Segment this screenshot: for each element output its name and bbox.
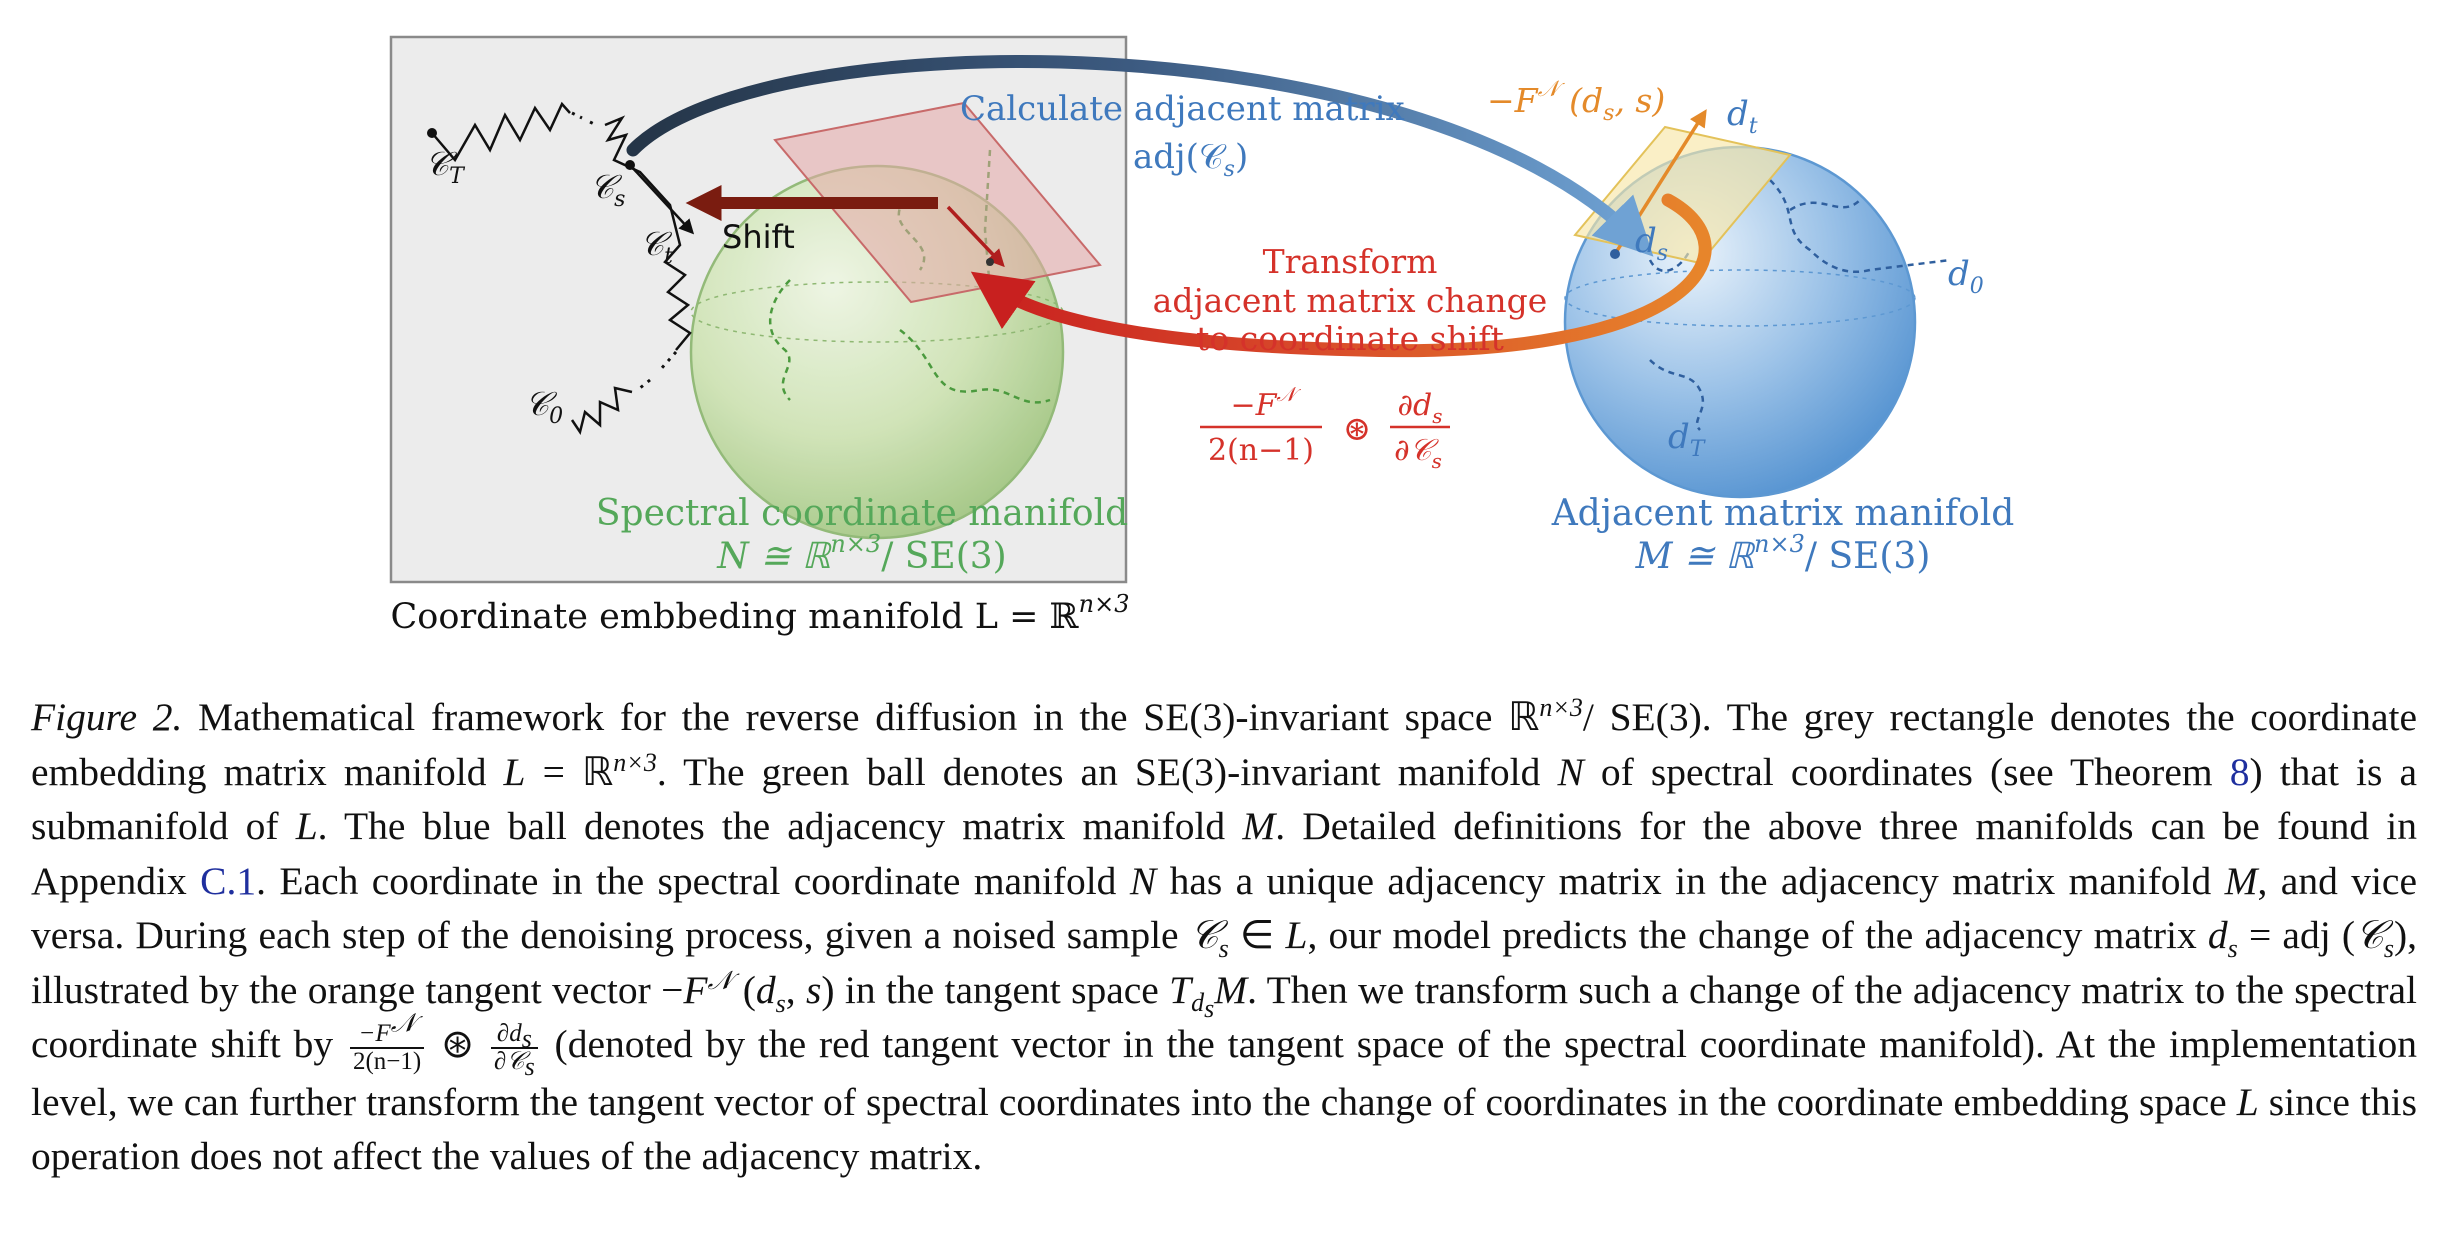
- cs-point: [625, 160, 635, 170]
- formula-frac-den: 2(n−1): [1208, 433, 1314, 468]
- label-force: −F𝒩 (ds, s): [1487, 77, 1665, 126]
- coordinate-trajectory-dots-top: [571, 111, 599, 128]
- adjacent-trajectory: [1648, 179, 1951, 431]
- spectral-point: [986, 258, 994, 266]
- coordinate-trajectory-top: [431, 101, 571, 163]
- formula-dfrac-num: ∂ds: [1398, 388, 1443, 428]
- coordinate-trajectory-mid: [604, 115, 692, 351]
- framework-diagram: 𝒞T 𝒞s 𝒞t 𝒞0 Shift Calculate adjacent mat…: [389, 35, 2015, 637]
- label-transform-line1: Transform: [1263, 242, 1438, 281]
- formula-oast: ⊛: [1343, 409, 1372, 449]
- label-transform-line3: to coordinate shift: [1196, 319, 1504, 358]
- calculate-arrow: [626, 55, 1654, 257]
- label-transform-line2: adjacent matrix change: [1153, 281, 1548, 320]
- formula-dfrac-den: ∂𝒞s: [1394, 433, 1442, 473]
- label-shift: Shift: [722, 218, 795, 256]
- ct-point: [427, 128, 437, 138]
- label-dt: dt: [1727, 94, 1758, 139]
- theorem-link[interactable]: 8: [2229, 749, 2250, 794]
- adjacent-point: [1610, 249, 1620, 259]
- coordinate-trajectory-dots-bottom: [639, 351, 678, 390]
- caption-label: Figure 2.: [31, 695, 183, 739]
- coordinate-trajectory-bottom: [570, 386, 633, 436]
- spectral-trajectory: [768, 149, 1051, 404]
- adjacent-ball-equator: [1564, 269, 1916, 327]
- embedding-label: Coordinate embbeding manifold L = ℝn×3: [391, 590, 1130, 637]
- adjacent-title: Adjacent matrix manifold: [1551, 493, 2015, 534]
- figure-caption: Figure 2. Mathematical framework for the…: [31, 692, 2418, 1179]
- label-calculate-line1: Calculate adjacent matrix: [960, 89, 1405, 129]
- spectral-formula: N ≅ ℝn×3/ SE(3): [716, 530, 1006, 577]
- spectral-tangent-vector: [946, 205, 1005, 268]
- formula-frac-num: −F𝒩: [1230, 382, 1301, 423]
- label-dT: dT: [1668, 417, 1707, 462]
- label-calculate-line2: adj(𝒞s): [1133, 137, 1248, 182]
- caption-derivative-fraction: ∂ds∂𝒞s: [490, 1020, 538, 1079]
- adjacent-formula: M ≅ ℝn×3/ SE(3): [1635, 530, 1931, 577]
- appendix-link[interactable]: C.1: [200, 858, 257, 903]
- coordinate-step-arrow: [629, 164, 695, 235]
- transform-arrow: [970, 193, 1712, 358]
- spectral-title: Spectral coordinate manifold: [596, 493, 1128, 534]
- label-ds: ds: [1635, 221, 1668, 266]
- label-d0: d0: [1948, 254, 1984, 299]
